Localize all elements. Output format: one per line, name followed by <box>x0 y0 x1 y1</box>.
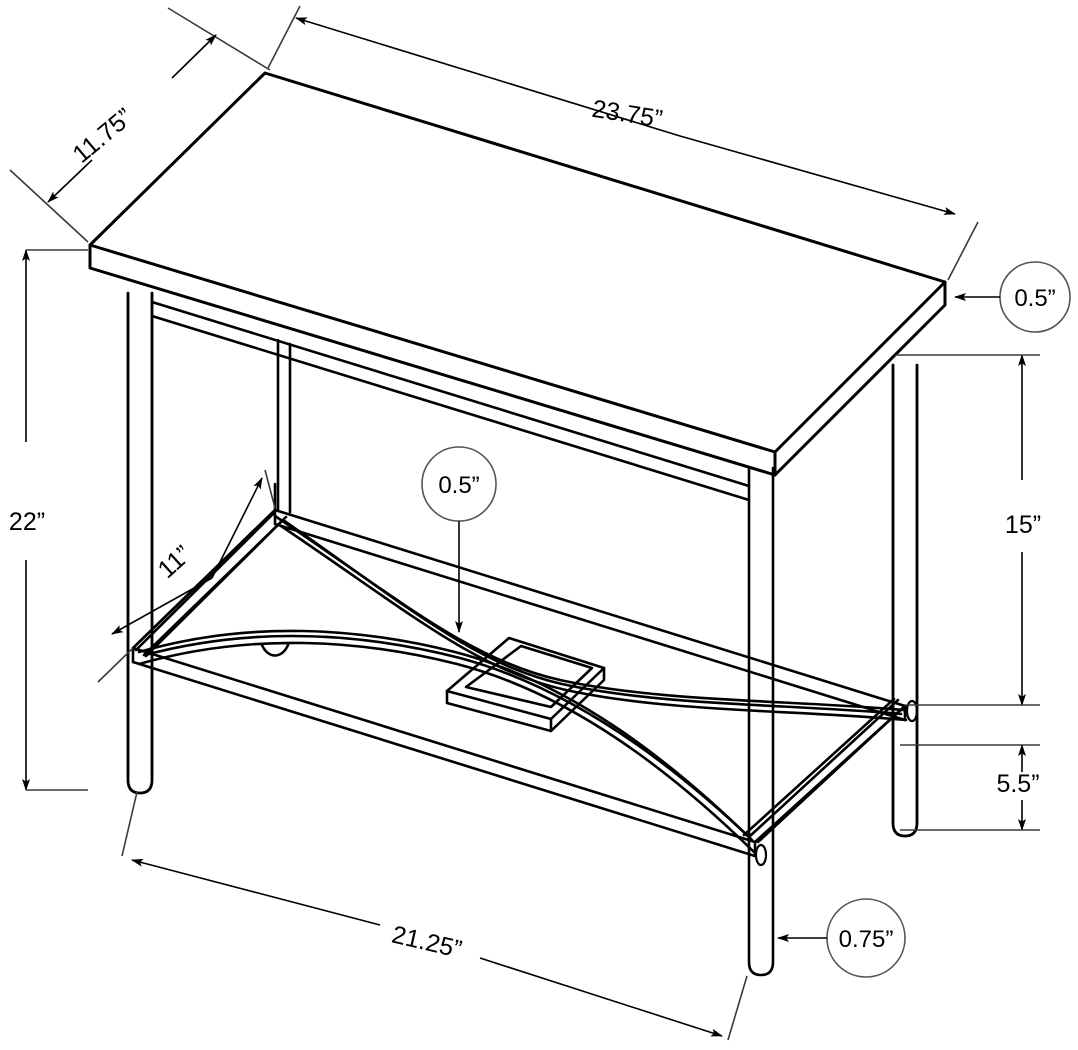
dimension-label-height-to-shelf: 15” <box>1005 511 1041 539</box>
leg-front-left <box>126 291 154 795</box>
callout-leg-thickness <box>777 898 906 978</box>
lower-shelf <box>131 508 908 858</box>
callout-label-top-thickness: 0.5” <box>1014 285 1055 312</box>
table-top <box>88 71 947 477</box>
callout-labels: 0.5” 0.5” 0.75” <box>438 285 1055 953</box>
shelf-medallion <box>445 636 606 733</box>
dimension-height-total <box>22 249 88 791</box>
callout-label-leg-thickness: 0.75” <box>839 926 894 953</box>
dimension-height-to-shelf <box>895 354 1040 706</box>
table-illustration <box>88 71 947 977</box>
dimension-depth-shelf <box>97 469 276 683</box>
joint-markers <box>754 699 919 867</box>
dimension-width-top <box>267 5 979 281</box>
dimension-width-shelf <box>121 791 748 1041</box>
upper-apron <box>150 300 751 514</box>
dimension-depth-top <box>9 7 271 243</box>
callout-label-shelf-medallion: 0.5” <box>438 472 479 499</box>
leg-right-rear <box>891 363 919 838</box>
dimension-shelf-to-floor <box>900 744 1040 831</box>
dimension-label-height-total: 22” <box>9 508 45 536</box>
dimension-annotations <box>9 5 1071 1041</box>
callout-shelf-medallion <box>421 446 497 633</box>
leg-front-right <box>747 466 775 977</box>
corner-brace-right <box>748 698 907 844</box>
callout-top-thickness <box>954 261 1071 333</box>
dimension-label-shelf-to-floor: 5.5” <box>996 770 1039 798</box>
